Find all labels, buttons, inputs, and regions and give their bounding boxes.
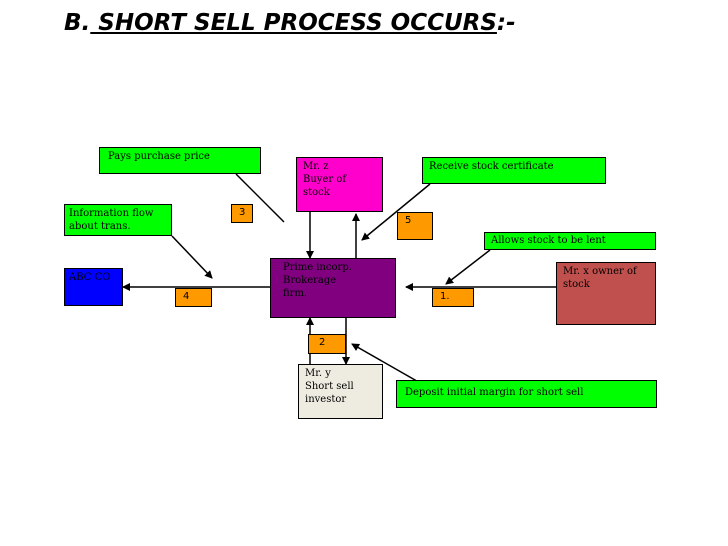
label-receive-stock-certificate: Receive stock certificate [422, 157, 606, 184]
node-mr-x-owner: Mr. x owner of stock [556, 262, 656, 325]
title-main: SHORT SELL PROCESS OCCURS [90, 10, 497, 36]
arrow-pays-to-prime [235, 173, 285, 223]
step-4: 4 [175, 288, 212, 307]
title-suffix: :- [496, 10, 516, 36]
step-3: 3 [231, 204, 253, 223]
node-mr-y-short-sell-investor: Mr. y Short sell investor [298, 364, 383, 419]
page-title: B. SHORT SELL PROCESS OCCURS:- [64, 10, 516, 36]
arrow-deposit-to-mr-y [351, 343, 423, 385]
node-abc-co: ABC CO [64, 268, 123, 306]
label-allows-stock-to-be-lent: Allows stock to be lent [484, 232, 656, 250]
title-prefix: B. [64, 10, 91, 36]
label-information-flow: Information flow about trans. [64, 204, 172, 236]
step-5: 5 [397, 212, 433, 240]
arrow-receive-to-prime [361, 183, 431, 241]
label-pays-purchase-price: Pays purchase price [99, 147, 261, 174]
step-2: 2 [308, 334, 346, 354]
label-deposit-initial-margin: Deposit initial margin for short sell [396, 380, 657, 408]
arrow-info-to-abc [171, 235, 213, 279]
node-mr-z-buyer: Mr. z Buyer of stock [296, 157, 383, 212]
arrow-allows-to-prime [445, 249, 491, 285]
node-prime-brokerage-firm: Prime incorp. Brokerage firm. [270, 258, 396, 318]
step-1: 1. [432, 288, 474, 307]
